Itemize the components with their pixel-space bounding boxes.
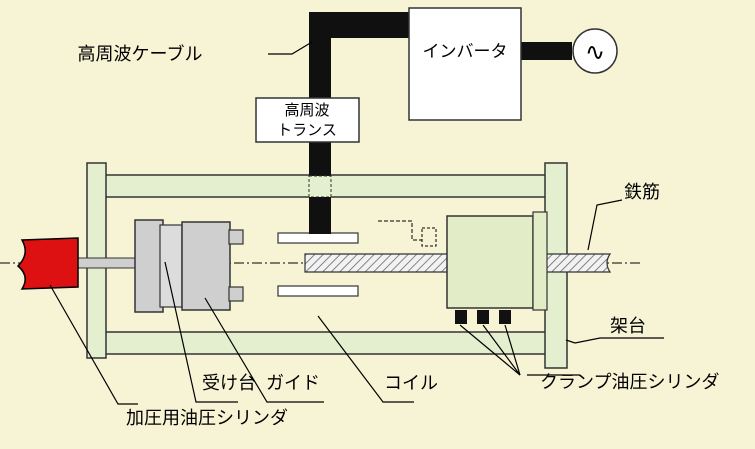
leader-receiving-stand: [164, 261, 238, 403]
leader-guide: [204, 297, 324, 403]
receiving-stand-plate: [134, 219, 164, 313]
label-frame: 架台: [610, 316, 646, 337]
hf-cable-vertical-lower: [309, 197, 331, 234]
coil-plate-upper: [277, 232, 359, 244]
clamp-cylinder-1: [455, 310, 467, 324]
hf-cable-horizontal: [309, 12, 409, 38]
clamp-side-plate: [532, 211, 548, 311]
ac-source: [572, 28, 618, 74]
leader-clamp-3: [504, 324, 521, 376]
leader-hf-cable: [268, 41, 313, 55]
press-hydraulic-cylinder: [16, 237, 79, 290]
ac-source-icon: ∿: [585, 38, 605, 66]
leader-clamp-2: [482, 324, 521, 376]
hf-transformer-label-2: トランス: [277, 121, 337, 139]
hf-transformer-box: [255, 97, 360, 143]
clamp-cylinder-2: [477, 310, 489, 324]
leader-lines: [49, 41, 664, 405]
leader-clamp-1: [459, 324, 521, 376]
receiving-stand-web: [159, 224, 183, 308]
sensor-bracket: [378, 220, 422, 241]
clamp-body: [446, 215, 534, 309]
label-rebar: 鉄筋: [624, 182, 660, 203]
label-coil: コイル: [384, 373, 438, 394]
ac-power-cable: [520, 42, 572, 60]
guide-block: [181, 221, 231, 311]
hf-transformer-label-1: 高周波: [284, 101, 329, 119]
hf-cable-vertical-mid: [309, 140, 331, 176]
sensor-box: [421, 227, 437, 247]
leader-coil: [317, 315, 414, 403]
label-receiving-stand: 受け台: [202, 373, 256, 394]
coil-plate-lower: [277, 285, 359, 297]
hf-cable-behind-rail: [308, 175, 332, 198]
press-cylinder-rod: [69, 257, 143, 269]
label-guide: ガイド: [266, 373, 320, 394]
inverter-box: [408, 7, 522, 121]
guide-bolt-lower: [228, 286, 244, 302]
inverter-label: インバータ: [423, 42, 508, 62]
clamp-cylinder-3: [499, 310, 511, 324]
leader-press-cylinder: [49, 284, 138, 405]
frame-bottom-rail: [103, 331, 547, 355]
leader-rebar: [587, 199, 623, 251]
label-clamp-cylinder: クランプ油圧シリンダ: [540, 372, 719, 393]
label-press-cylinder: 加圧用油圧シリンダ: [126, 408, 288, 429]
label-hf-cable: 高周波ケーブル: [78, 43, 203, 65]
guide-bolt-upper: [228, 229, 244, 245]
leader-frame: [565, 337, 664, 344]
